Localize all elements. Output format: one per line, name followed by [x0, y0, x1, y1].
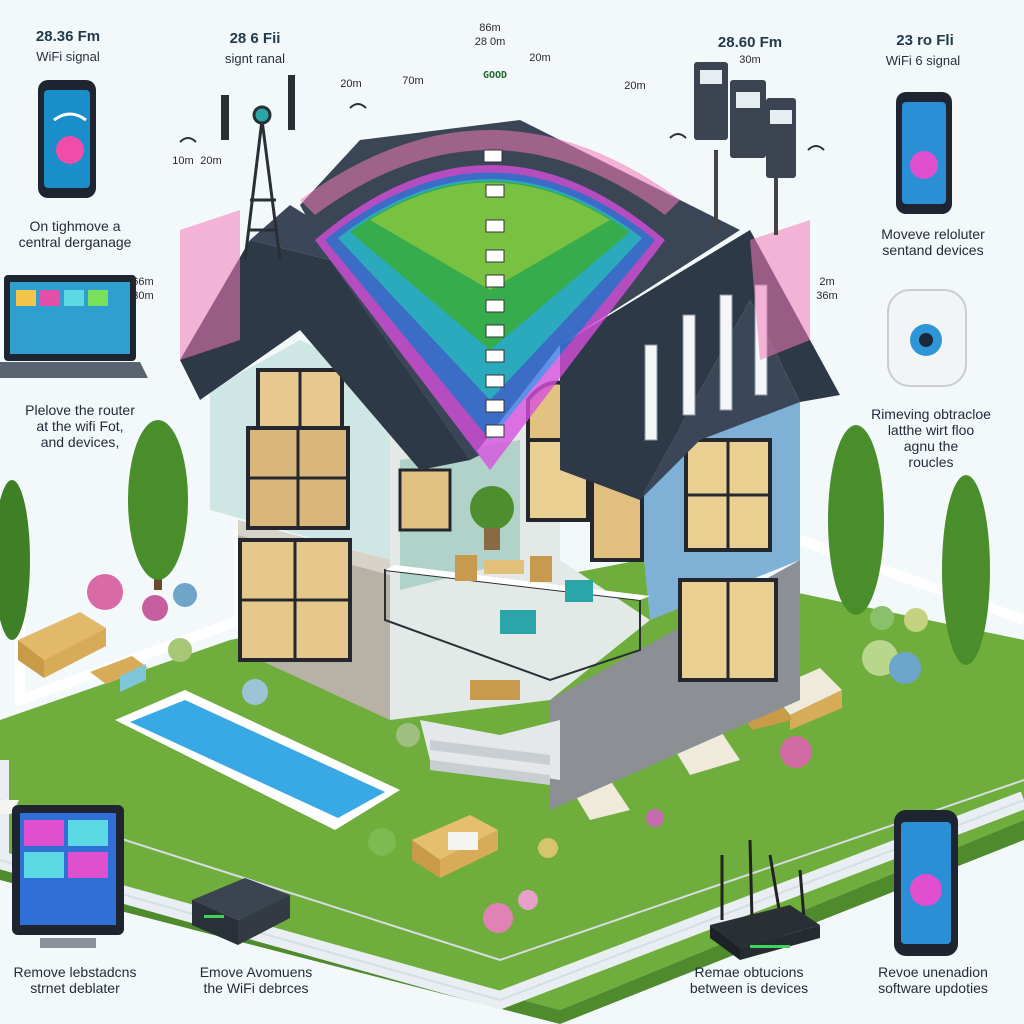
top-center-right-distance: 30m: [739, 54, 761, 66]
left-laptop-caption: Plelove the router at the wifi Fot, and …: [25, 402, 135, 451]
distance-mark: 20m: [340, 78, 362, 90]
top-center-left-caption: signt ranal: [225, 51, 285, 66]
distance-mark: 20m: [624, 80, 646, 92]
top-center-left-frequency: 28 6 Fii: [229, 30, 281, 47]
sofa-icon: [18, 612, 842, 878]
top-center-distance: 28 0m: [474, 36, 506, 48]
bottom-phone-caption: Revoe unenadion software updoties: [878, 964, 988, 997]
signal-band-label: GOOD: [482, 70, 508, 81]
laptop-icon: [0, 275, 148, 378]
distance-mark: 36m: [816, 290, 838, 302]
signal-markers: [483, 149, 505, 438]
router-icon: [710, 839, 820, 960]
top-left-frequency: 28.36 Fm: [35, 28, 101, 45]
distance-mark: 20m: [529, 52, 551, 64]
wifi-signal-outer-band: [180, 130, 810, 360]
top-left-caption: WiFi signal: [36, 49, 100, 64]
distance-mark: 30m: [132, 290, 154, 302]
signal-meters: [694, 62, 796, 235]
distance-mark: 20m: [200, 155, 222, 167]
wifi-icon: [179, 103, 825, 151]
distance-mark: 70m: [402, 75, 424, 87]
left-phone-caption: On tighmove a central derganage: [18, 218, 132, 251]
smart-speaker-icon: [887, 289, 967, 387]
right-phone-caption: Moveve reloluter sentand devices: [881, 226, 985, 259]
distance-mark: 10m: [172, 155, 194, 167]
phone-icon: [38, 80, 96, 198]
phone-icon: [894, 810, 958, 956]
cell-tower-icon: [243, 105, 282, 261]
pool-icon: [115, 690, 400, 830]
antenna-poles: [221, 75, 295, 140]
right-router-caption: Rimeving obtracloe latthe wirt floo agnu…: [871, 406, 991, 471]
bushes: [87, 574, 928, 933]
tablet-icon: [12, 805, 124, 948]
top-right-frequency: 23 ro Fli: [896, 32, 954, 49]
bottom-router-box-caption: Emove Avomuens the WiFi debrces: [199, 964, 313, 997]
top-center-frequency: 86m: [479, 22, 501, 34]
tree-icon: [0, 420, 990, 665]
top-right-caption: WiFi 6 signal: [885, 53, 961, 68]
router-icon: [192, 878, 290, 945]
distance-mark: 66m: [132, 276, 154, 288]
distance-mark: 2m: [819, 276, 835, 288]
phone-icon: [896, 92, 952, 214]
bottom-router-antenna-caption: Remae obtucions between is devices: [689, 964, 809, 997]
top-center-right-frequency: 28.60 Fm: [717, 34, 783, 51]
bottom-tablet-caption: Remove lebstadcns strnet deblater: [13, 964, 137, 997]
